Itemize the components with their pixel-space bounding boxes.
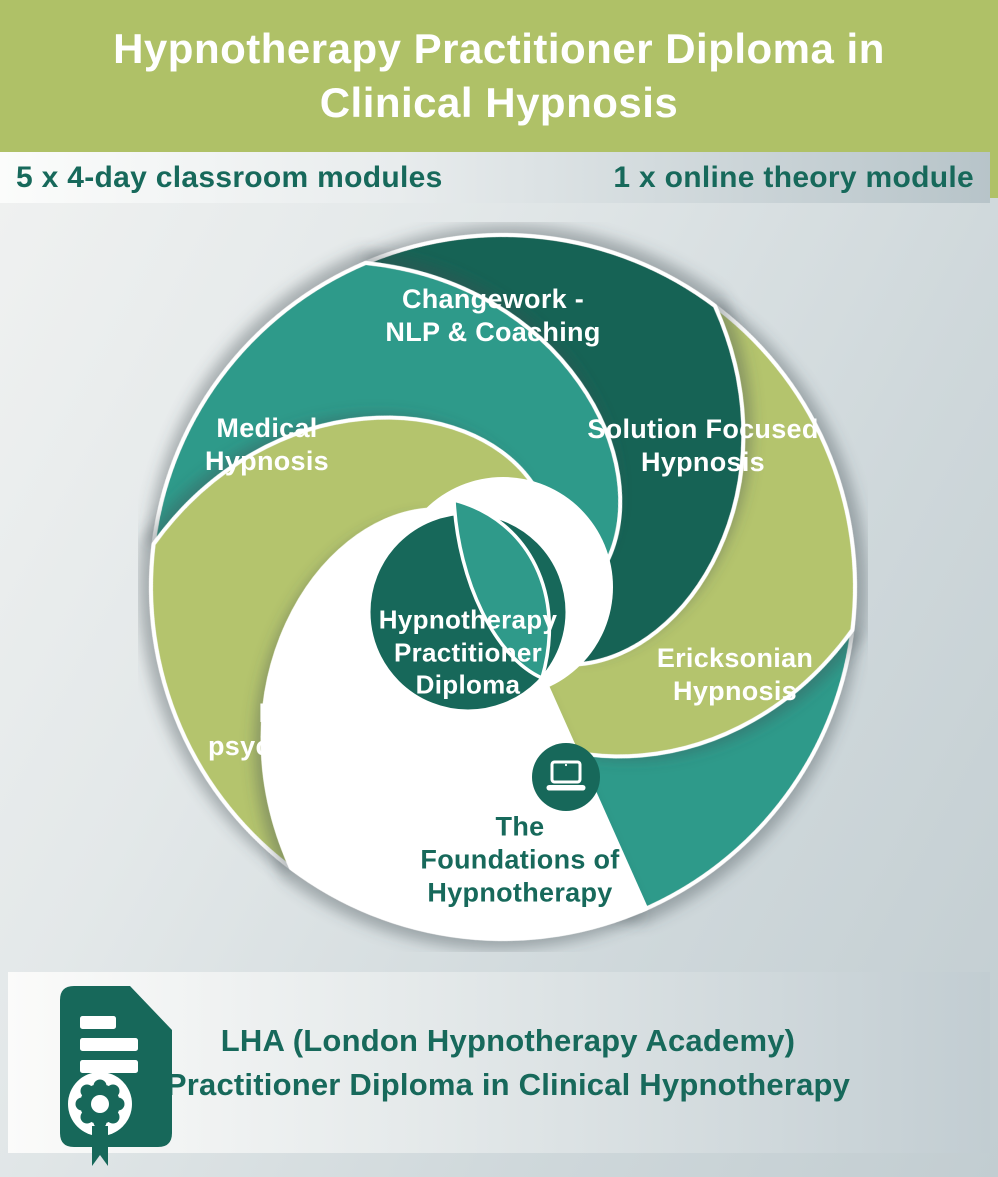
online-module-label: 1 x online theory module [613, 160, 974, 194]
center-petal-teal [452, 498, 552, 680]
page-title: Hypnotherapy Practitioner Diploma in Cli… [113, 25, 885, 126]
classroom-modules-label: 5 x 4-day classroom modules [16, 160, 443, 194]
footer-panel: LHA (London Hypnotherapy Academy) Practi… [8, 972, 990, 1166]
modules-bar: 5 x 4-day classroom modules 1 x online t… [0, 152, 990, 203]
course-wheel [149, 233, 857, 941]
laptop-badge [532, 743, 600, 811]
footer-line1: LHA (London Hypnotherapy Academy) [220, 1023, 796, 1059]
banner-right-tab [990, 152, 998, 198]
footer-line2: Practitioner Diploma in Clinical Hypnoth… [165, 1066, 851, 1102]
laptop-icon [546, 760, 586, 791]
header-banner: Hypnotherapy Practitioner Diploma in Cli… [0, 0, 998, 152]
footer-caption: LHA (London Hypnotherapy Academy) Practi… [56, 1019, 990, 1106]
